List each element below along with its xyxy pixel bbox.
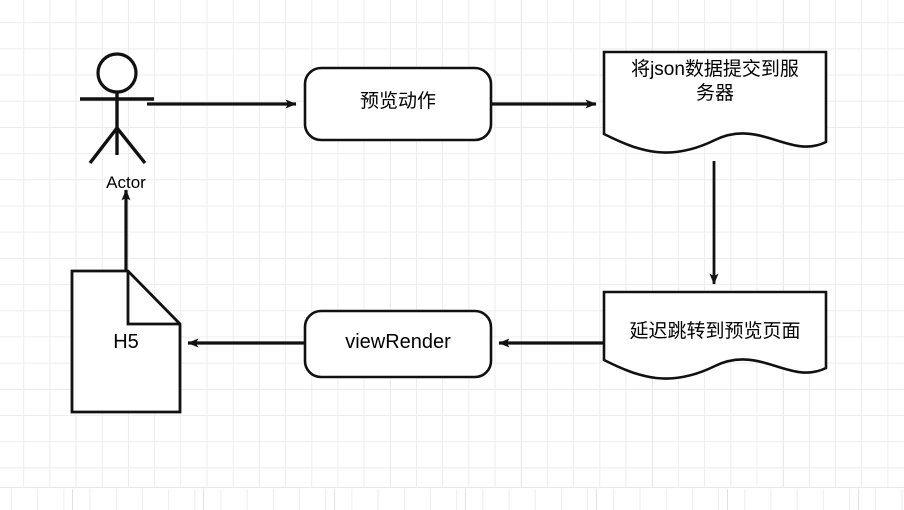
- h5-note-body: [70, 269, 182, 414]
- canvas-divider: [0, 487, 904, 488]
- h5-note-fold-icon: [126, 271, 180, 326]
- grid-footer-ruler: [0, 489, 904, 510]
- actor-leg-left-icon: [88, 126, 119, 165]
- node-h5-page[interactable]: [70, 269, 182, 414]
- node-view-render[interactable]: [303, 309, 493, 379]
- node-preview-action[interactable]: [303, 66, 493, 142]
- actor-leg-right-icon: [115, 126, 147, 165]
- node-delay-redirect[interactable]: [602, 290, 828, 380]
- node-submit-json[interactable]: [602, 50, 828, 154]
- node-actor[interactable]: [80, 52, 154, 165]
- actor-head-icon: [96, 52, 138, 94]
